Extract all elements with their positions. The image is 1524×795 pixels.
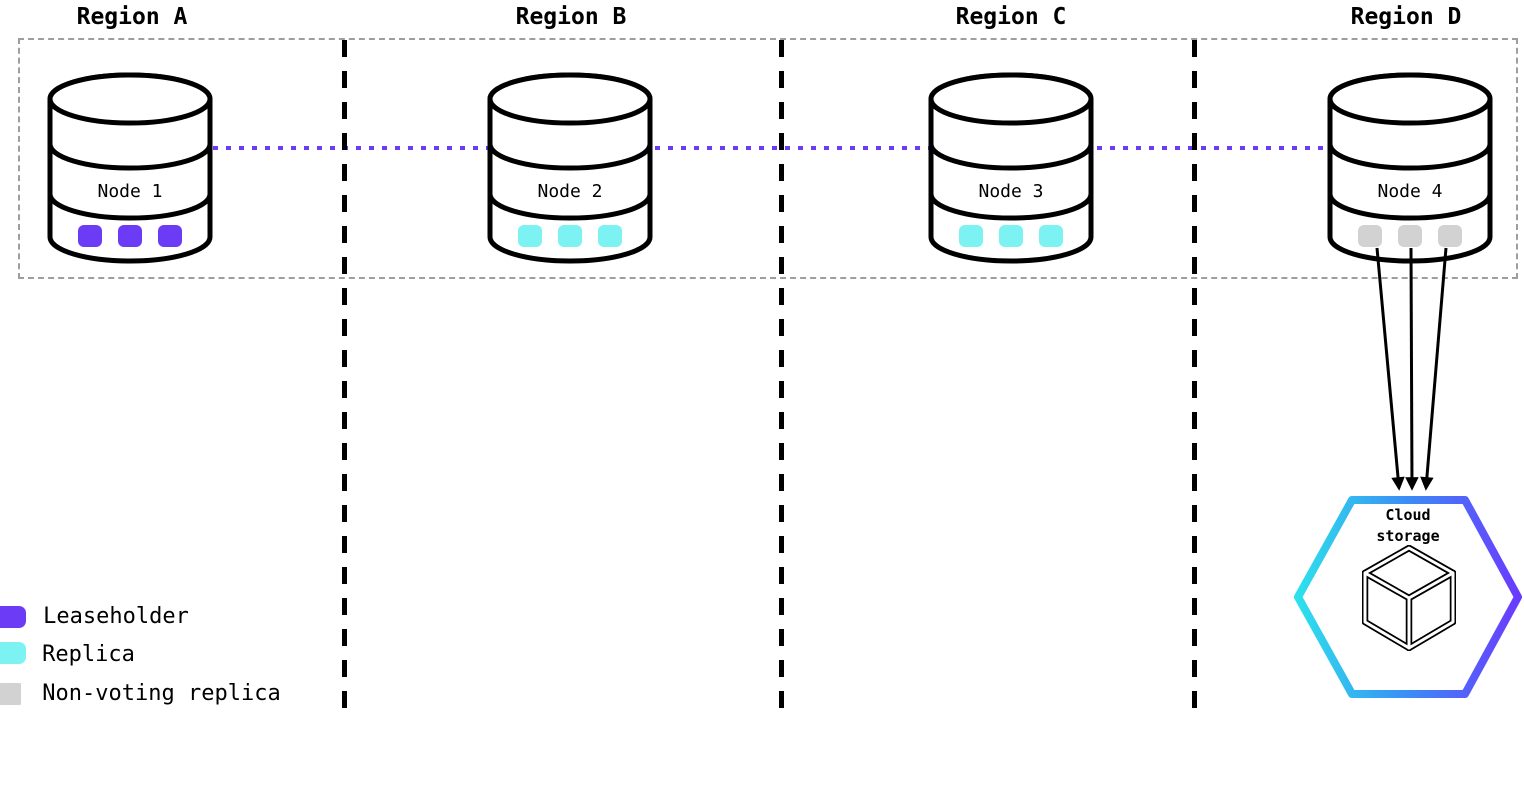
region-d-label: Region D	[1338, 1, 1474, 33]
node-2-database-icon: Node 2	[487, 72, 653, 264]
replica-range-square	[959, 225, 983, 247]
non-voting-replica-range-square	[1398, 225, 1422, 247]
arrow-line	[1375, 247, 1405, 491]
leaseholder-swatch	[0, 606, 26, 628]
storage-cube-icon	[1362, 545, 1456, 651]
region-divider-bc	[779, 40, 784, 720]
node-3-database-icon: Node 3	[928, 72, 1094, 264]
leaseholder-range-square	[78, 225, 102, 247]
region-divider-cd	[1192, 40, 1197, 720]
non-voting-replica-range-square	[1358, 225, 1382, 247]
replica-swatch	[0, 642, 26, 664]
node-4-database-icon: Node 4	[1327, 72, 1493, 264]
region-divider-ab	[342, 40, 347, 720]
arrow-line	[1420, 247, 1448, 491]
replica-range-square	[1039, 225, 1063, 247]
leaseholder-range-square	[158, 225, 182, 247]
node-2-label: Node 2	[537, 181, 602, 202]
leaseholder-range-square	[118, 225, 142, 247]
node4-to-cloud-arrows	[1375, 247, 1448, 491]
legend-label-replica: Replica	[29, 638, 148, 671]
replica-range-square	[598, 225, 622, 247]
replica-range-square	[558, 225, 582, 247]
region-b-label: Region B	[503, 1, 639, 33]
node-1-database-icon: Node 1	[47, 72, 213, 264]
region-a-label: Region A	[64, 1, 200, 33]
legend-label-non-voting-replica: Non-voting replica	[21, 677, 302, 710]
node-3-label: Node 3	[978, 181, 1043, 202]
region-c-label: Region C	[943, 1, 1079, 33]
node-4-label: Node 4	[1377, 181, 1442, 202]
non-voting-replica-swatch	[0, 683, 26, 705]
non-voting-replica-range-square	[1438, 225, 1462, 247]
legend-label-leaseholder: Leaseholder	[35, 600, 197, 633]
replication-line	[213, 146, 1330, 150]
node-1-label: Node 1	[97, 181, 162, 202]
cloud-storage-label: Cloud storage	[1376, 506, 1440, 545]
region-boundary-box	[18, 38, 1518, 279]
arrow-line	[1405, 247, 1419, 491]
replica-range-square	[518, 225, 542, 247]
replica-range-square	[999, 225, 1023, 247]
